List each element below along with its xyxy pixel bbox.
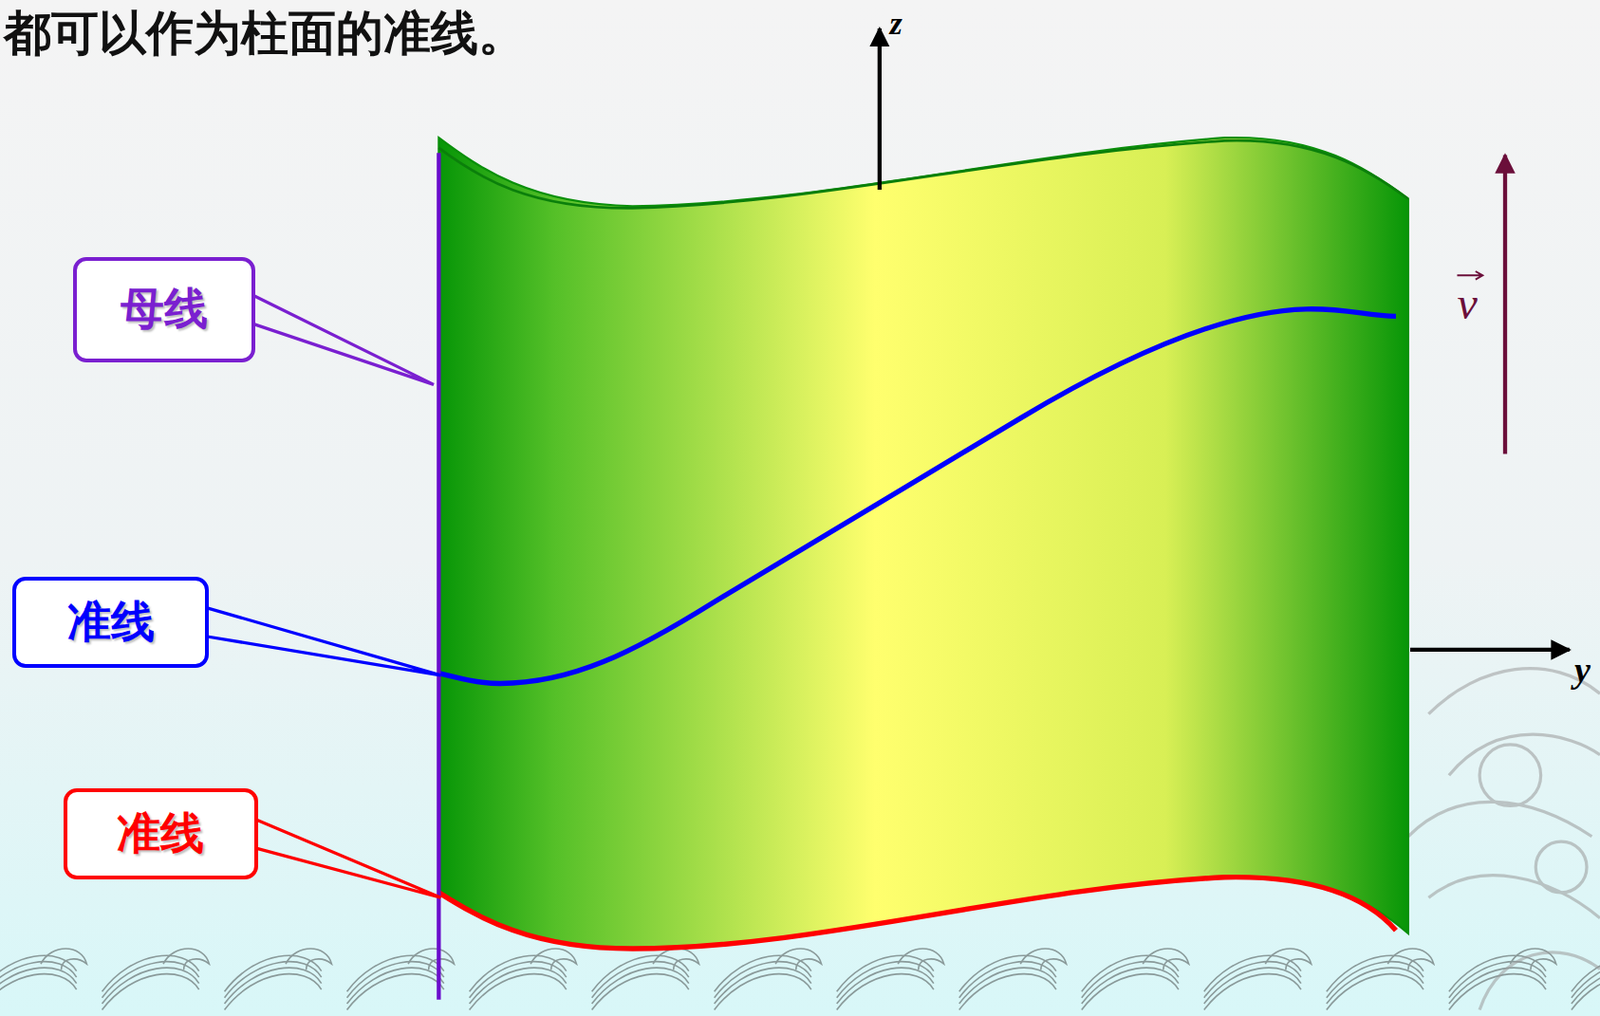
red-directrix (438, 877, 1396, 949)
slide-heading: 都可以作为柱面的准线。 (3, 1, 526, 66)
axis-label: z (890, 5, 903, 42)
blue-directrix (438, 309, 1396, 685)
generatrix (436, 152, 441, 1001)
leader-line (206, 608, 441, 676)
direction-vector (1503, 154, 1507, 454)
callout-text: 准线 (116, 804, 205, 864)
callout-text: 母线 (120, 279, 208, 339)
y-axis (1410, 648, 1570, 652)
dragon-watermark (1408, 669, 1600, 1011)
leader-line (253, 295, 434, 385)
top-edge (438, 140, 1408, 208)
wave-border (0, 948, 1600, 1011)
axis-label: y (1574, 649, 1591, 691)
leader-line (256, 819, 442, 898)
cylinder-surface (438, 137, 1408, 949)
vector-label: v (1456, 277, 1477, 330)
directrix-callout: 准线 (63, 788, 259, 880)
generatrix-callout: 母线 (73, 257, 255, 363)
z-axis (877, 28, 882, 190)
vector-arrow-mark (1456, 271, 1483, 280)
callout-text: 准线 (67, 593, 155, 652)
directrix-callout: 准线 (12, 576, 210, 670)
